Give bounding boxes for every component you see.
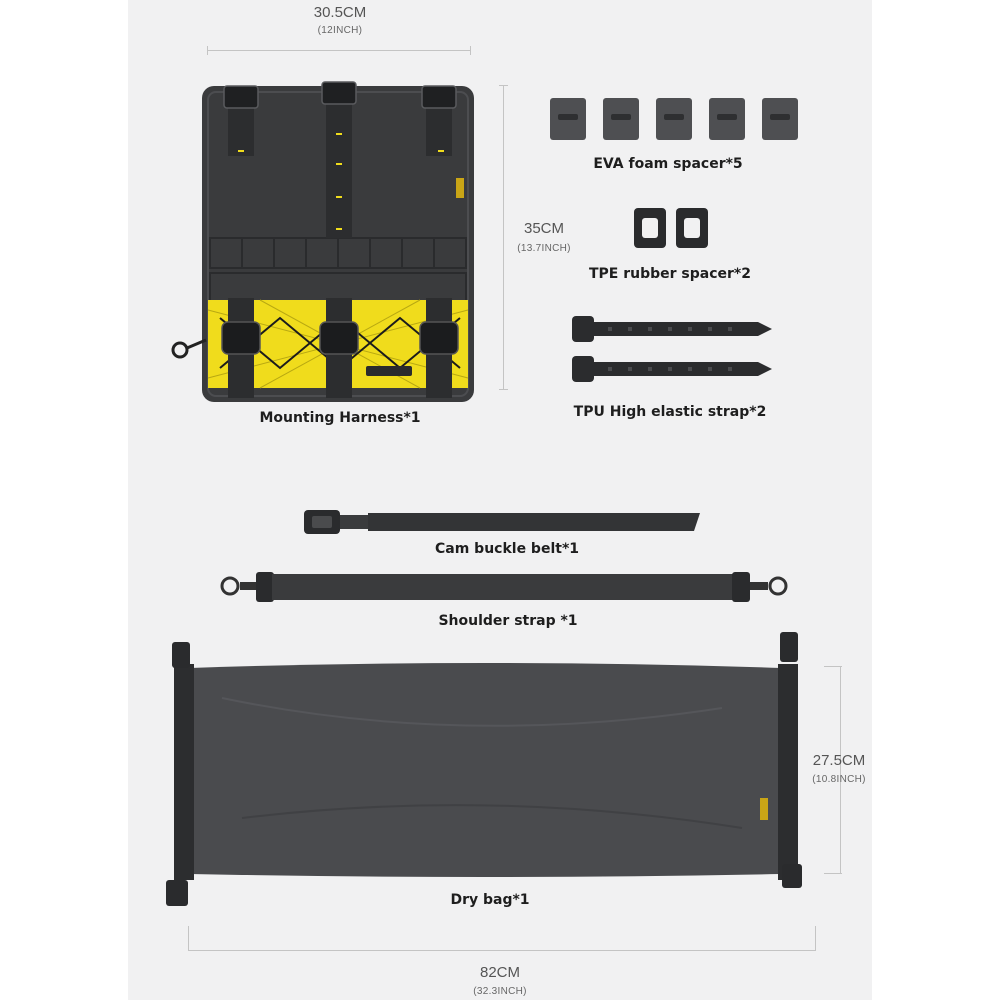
cam-buckle-belt [304,510,700,534]
drybag-width-imperial: (32.3INCH) [473,986,527,997]
mounting-harness [171,81,474,402]
harness-height-imperial: (13.7INCH) [517,243,571,254]
eva-spacer [709,98,745,140]
drybag-width-tick-left [188,926,189,951]
eva-foam-spacers [550,98,798,140]
drybag-roll-right [778,664,798,880]
drybag-buckle-top-right [780,632,798,662]
mounting-harness-label: Mounting Harness*1 [259,410,421,426]
eva-spacer [603,98,639,140]
top-buckle-right [421,85,457,109]
harness-hook-icon [171,341,189,359]
belt-webbing [368,513,700,531]
drybag-height-imperial: (10.8INCH) [812,774,866,785]
drybag-buckle-bottom-right [782,864,802,888]
strap-hook-right-icon [768,576,788,596]
tpu-elastic-straps [572,316,772,382]
eva-spacer [762,98,798,140]
harness-width-imperial: (12INCH) [317,25,363,36]
cam-buckle-belt-label: Cam buckle belt*1 [434,541,580,557]
shoulder-strap [220,572,788,602]
drybag-width-line [188,950,816,951]
strap-hook-left-icon [220,576,240,596]
harness-side-tag [456,178,464,198]
tpe-spacer [634,208,666,248]
top-buckle-left [223,85,259,109]
drybag-width-tick-right [815,926,816,951]
harness-width-line [207,50,471,51]
drybag-roll-left [174,664,194,880]
tpu-strap [572,316,772,342]
drybag-buckle-top-left [172,642,190,668]
drybag-height-tick-bottom [824,873,842,874]
eva-spacer [656,98,692,140]
strap-webbing [272,574,748,600]
dry-bag [166,632,802,906]
harness-width-tick-left [207,46,208,55]
tpu-strap [572,356,772,382]
tpe-spacer [676,208,708,248]
drybag-height-line [840,666,841,874]
bottom-buckle-right [419,321,459,355]
harness-logo-patch [366,366,412,376]
harness-height-tick-bottom [499,389,508,390]
harness-height-metric: 35CM [523,220,565,237]
eva-foam-spacer-label: EVA foam spacer*5 [593,156,743,172]
dry-bag-label: Dry bag*1 [450,892,530,908]
harness-width-tick-right [470,46,471,55]
drybag-body [190,663,782,877]
drybag-width-metric: 82CM [479,964,521,981]
eva-spacer [550,98,586,140]
tpe-rubber-spacer-label: TPE rubber spacer*2 [589,266,751,282]
bottom-buckle-left [221,321,261,355]
harness-width-metric: 30.5CM [313,4,367,21]
drybag-side-tag [760,798,768,820]
harness-height-line [503,85,504,390]
drybag-buckle-bottom-left [166,880,188,906]
bottom-buckle-center [319,321,359,355]
tpe-rubber-spacers [634,208,708,248]
top-buckle-center [321,81,357,105]
harness-height-tick-top [499,85,508,86]
drybag-height-tick-top [824,666,842,667]
shoulder-strap-label: Shoulder strap *1 [438,613,578,629]
tpu-strap-label: TPU High elastic strap*2 [573,404,767,420]
drybag-height-metric: 27.5CM [812,752,866,769]
